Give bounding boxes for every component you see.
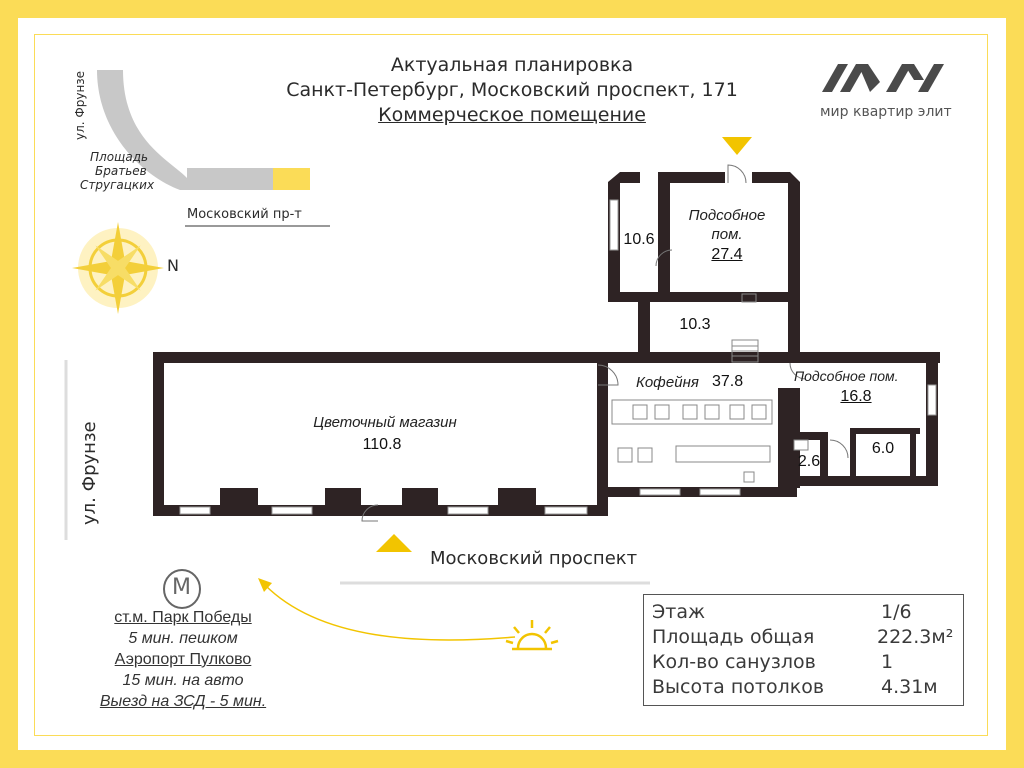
stat-floor-value: 1/6: [881, 601, 912, 623]
map-road: [97, 70, 310, 190]
transport-zsd: Выезд на ЗСД - 5 мин.: [99, 693, 267, 710]
logo-icon: [822, 64, 944, 92]
room-flower-shop-label: Цветочный магазин: [313, 414, 457, 431]
stat-height-value: 4.31м: [881, 676, 938, 698]
stat-area-value: 222.3м²: [877, 626, 954, 648]
inner-border: [34, 34, 988, 736]
doors: [361, 164, 849, 522]
map-square-label-2: Братьев: [95, 164, 147, 178]
metro-icon: [163, 569, 201, 609]
windows: [179, 199, 937, 515]
street-bottom-label: Московский проспект: [430, 548, 638, 569]
header-address: Санкт-Петербург, Московский проспект, 17…: [286, 79, 738, 101]
map-building-marker: [273, 168, 310, 190]
stat-area-label: Площадь общая: [652, 626, 815, 648]
cafe-furniture: [611, 399, 809, 483]
stat-baths-label: Кол-во санузлов: [652, 651, 816, 673]
transport-airport: Аэропорт Пулково: [114, 651, 252, 668]
transport-metro-walk: 5 мин. пешком: [128, 630, 238, 647]
stat-floor-label: Этаж: [652, 601, 706, 623]
page-frame: [18, 18, 1006, 750]
room-aux-right-area: 16.8: [840, 388, 872, 405]
location-map: [97, 70, 330, 227]
room-wc-area: 2.6: [797, 453, 821, 470]
compass-icon: [72, 222, 164, 314]
stats-box: Этаж 1/6 Площадь общая 222.3м² Кол-во са…: [643, 594, 964, 706]
transport-airport-drive: 15 мин. на авто: [122, 672, 244, 689]
room-aux-top-label-1: Подсобное: [688, 207, 766, 224]
entrance-arrow-bottom: [376, 534, 412, 552]
room-cafe-area: 37.8: [712, 373, 744, 390]
header-title: Актуальная планировка: [390, 54, 634, 76]
entrance-arrow-top: [722, 137, 752, 155]
map-street-top-label: ул. Фрунзе: [73, 70, 87, 140]
room-small-left-area: 10.6: [623, 231, 655, 248]
transport-metro-station: ст.м. Парк Победы: [114, 609, 252, 626]
header-property-type: Коммерческое помещение: [378, 104, 646, 126]
compass-north-label: N: [167, 256, 179, 275]
room-flower-shop-area: 110.8: [362, 436, 402, 453]
stat-height-label: Высота потолков: [652, 676, 825, 698]
room-storage-area: 6.0: [871, 440, 895, 457]
stat-baths-value: 1: [881, 651, 894, 673]
sun-path-arc: [264, 584, 516, 641]
room-mid-area: 10.3: [679, 316, 711, 333]
sun-path-arrowhead: [258, 578, 272, 592]
room-cafe-label: Кофейня: [636, 374, 699, 391]
room-aux-top-area: 27.4: [711, 246, 743, 263]
sun-icon: [505, 620, 559, 651]
metro-letter: M: [172, 575, 191, 600]
logo-subtitle: мир квартир элит: [820, 104, 952, 120]
map-square-label-1: Площадь: [90, 150, 149, 164]
map-avenue-label: Московский пр-т: [187, 207, 302, 222]
room-aux-top-label-2: пом.: [711, 226, 743, 243]
street-left-label: ул. Фрунзе: [79, 421, 100, 525]
stairs: [731, 293, 759, 363]
map-square-label-3: Стругацких: [80, 178, 155, 192]
room-aux-right-label: Подсобное пом.: [794, 368, 899, 384]
